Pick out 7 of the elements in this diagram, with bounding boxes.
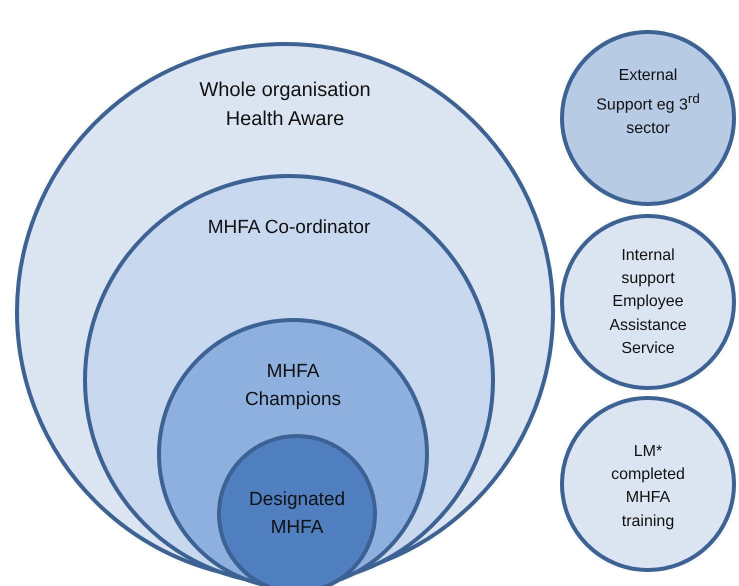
node-label: Whole organisation Health Aware [198, 78, 372, 132]
node-label: Designated MHFA [248, 488, 346, 540]
node-label: External Support eg 3$^{rd}$ sector [595, 66, 701, 139]
node-label: Internal support Employee Assistance Service [608, 246, 688, 359]
node-label: LM* completed MHFA training [610, 442, 686, 532]
node-label: MHFA Co-ordinator [206, 216, 372, 240]
node-label: MHFA Champions [244, 360, 342, 412]
